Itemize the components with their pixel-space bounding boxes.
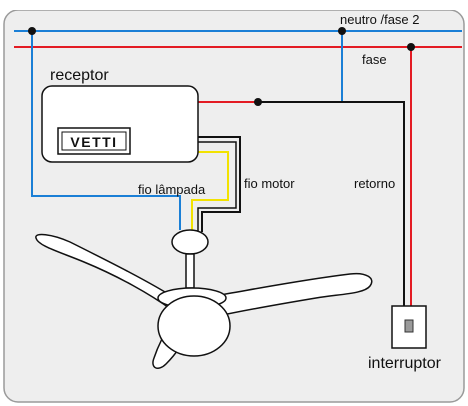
fan-blade-left [35,233,180,312]
fan-blade-right [213,272,373,317]
switch-toggle [404,319,414,333]
junction-dot [254,98,262,106]
label-interruptor: interruptor [368,355,442,372]
junction-dot [338,27,346,35]
ceiling-fan [35,229,373,369]
motor-wire-2 [196,141,237,232]
label-fio-motor: fio motor [244,176,295,191]
label-receptor: receptor [50,67,109,84]
fan-canopy [171,229,209,255]
lamp-wire [191,151,229,232]
label-fio-lampada: fio lâmpada [138,182,206,197]
return-wire [258,101,405,306]
motor-wire [196,136,241,232]
vetti-logo-text: VETTI [70,134,117,150]
fan-light-globe [157,295,231,357]
label-retorno: retorno [354,176,395,191]
junction-dot [407,43,415,51]
label-neutro-fase2: neutro /fase 2 [340,12,420,27]
junction-dot [28,27,36,35]
fan-downrod [185,253,195,289]
neutral-to-fan-wire [31,31,181,230]
label-fase: fase [362,52,387,67]
